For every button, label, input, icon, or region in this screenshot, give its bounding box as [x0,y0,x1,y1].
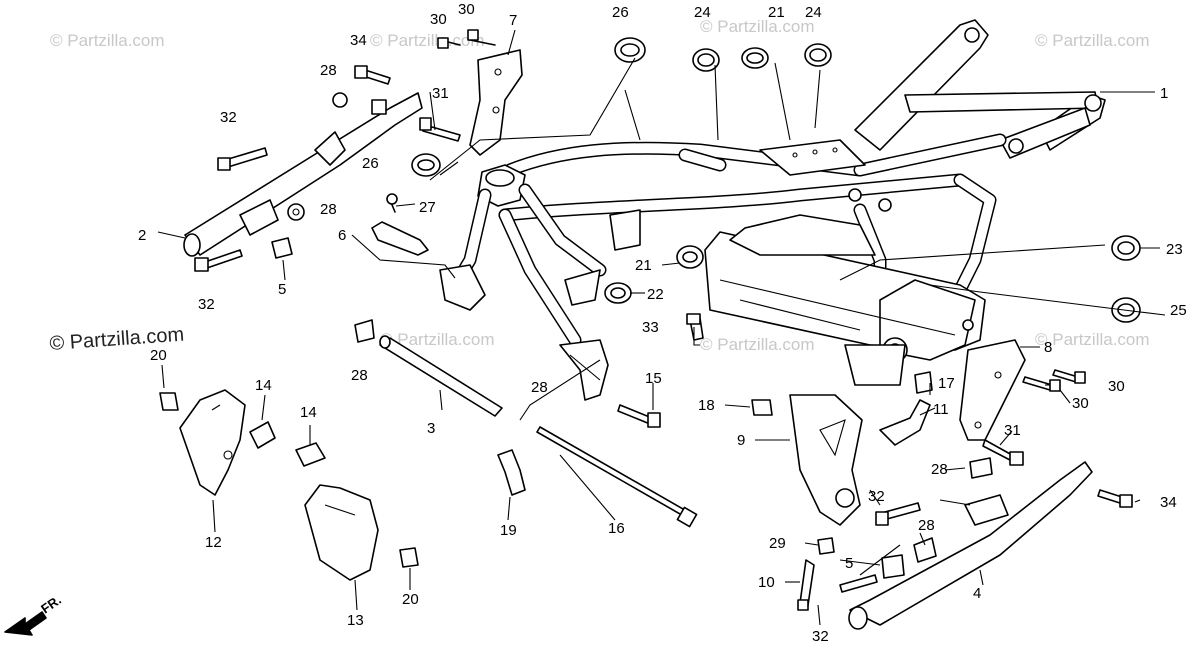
callout-11: 11 [933,401,949,418]
callout-30: 30 [458,1,475,18]
right-engine-hanger [848,461,1093,630]
watermark: © Partzilla.com [50,31,165,50]
callout-21: 21 [635,257,652,274]
callout-29: 29 [769,535,786,552]
callout-31: 31 [432,85,449,102]
watermark-layer: © Partzilla.com © Partzilla.com © Partzi… [49,17,1150,355]
callout-28: 28 [918,517,935,534]
callout-28: 28 [931,461,948,478]
callout-26: 26 [362,155,379,172]
callout-14: 14 [255,377,272,394]
callout-20: 20 [150,347,167,364]
callout-34: 34 [1160,494,1177,511]
callout-3: 3 [427,420,435,437]
callout-13: 13 [347,612,364,629]
clamp-26-left [411,153,441,177]
callout-20: 20 [402,591,419,608]
grommet-14 [249,421,326,467]
callout-16: 16 [608,520,625,537]
leader-lines [157,29,1166,626]
part-8-bracket [959,339,1026,441]
watermark: © Partzilla.com [700,335,815,354]
callout-28: 28 [320,62,337,79]
callout-22: 22 [647,286,664,303]
front-direction-indicator: FR. [4,592,64,636]
callouts: 1 2 3 4 5 5 6 7 8 9 10 11 12 13 14 14 15… [138,1,1187,645]
callout-28: 28 [320,201,337,218]
callout-30: 30 [1072,395,1089,412]
watermark: © Partzilla.com [1035,330,1150,349]
bolt-16-long [536,426,698,528]
callout-10: 10 [758,574,775,591]
callout-4: 4 [973,585,981,602]
bracket-7 [469,49,523,156]
callout-19: 19 [500,522,517,539]
right-fasteners [686,313,1133,611]
part-6-cover [371,221,429,256]
callout-15: 15 [645,370,662,387]
callout-32: 32 [868,488,885,505]
part-13-cover [304,484,379,581]
callout-7: 7 [509,12,517,29]
part-12-cover [179,389,246,496]
left-fasteners [194,29,496,272]
callout-30: 30 [1108,378,1125,395]
callout-1: 1 [1160,85,1168,102]
clamps-mid [604,235,1141,323]
callout-14: 14 [300,404,317,421]
callout-5: 5 [845,555,853,572]
left-engine-hanger [183,92,423,257]
callout-32: 32 [198,296,215,313]
callout-32: 32 [220,109,237,126]
watermark: © Partzilla.com [380,330,495,349]
callout-31: 31 [1004,422,1021,439]
callout-12: 12 [205,534,222,551]
watermark: © Partzilla.com [700,17,815,36]
callout-28: 28 [531,379,548,396]
part-9-bracket [789,394,863,526]
callout-5: 5 [278,281,286,298]
collar-28-center [354,319,375,343]
front-arrow-icon [4,611,47,636]
callout-30: 30 [430,11,447,28]
bolt-15 [617,404,661,428]
callout-24: 24 [694,4,711,21]
callout-9: 9 [737,432,745,449]
callout-18: 18 [698,397,715,414]
callout-17: 17 [938,375,955,392]
watermark: © Partzilla.com [1035,31,1150,50]
callout-25: 25 [1170,302,1187,319]
callout-34: 34 [350,32,367,49]
callout-32: 32 [812,628,829,645]
callout-27: 27 [419,199,436,216]
part-11-bracket [879,399,931,446]
part-3-pipe [379,335,503,417]
callout-23: 23 [1166,241,1183,258]
callout-28: 28 [351,367,368,384]
bolt-20 [159,392,419,568]
clip-19 [497,449,526,496]
callout-2: 2 [138,227,146,244]
callout-24: 24 [805,4,822,21]
callout-26: 26 [612,4,629,21]
callout-33: 33 [642,319,659,336]
callout-8: 8 [1044,339,1052,356]
watermark: © Partzilla.com [370,31,485,50]
clamps-top [614,37,832,72]
callout-6: 6 [338,227,346,244]
callout-21: 21 [768,4,785,21]
